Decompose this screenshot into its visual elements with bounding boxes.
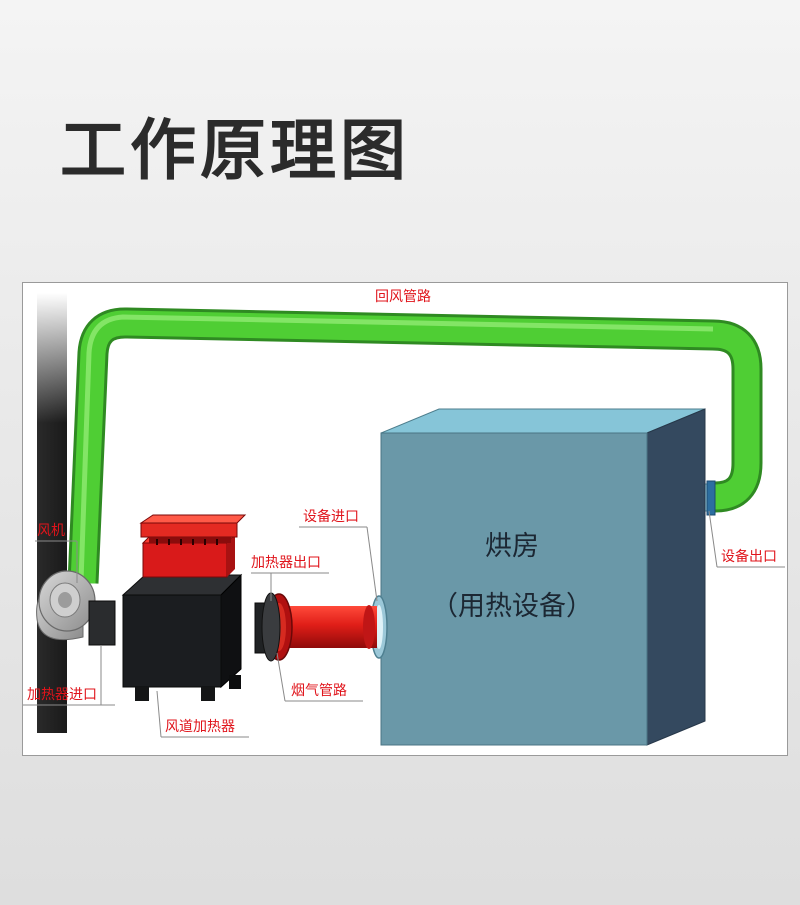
drying-room-label: 烘房	[485, 531, 539, 562]
label-equipment-outlet: 设备出口	[721, 548, 777, 565]
label-return-duct: 回风管路	[375, 289, 431, 305]
process-diagram: 烘房 （用热设备）	[23, 289, 785, 746]
return-air-duct	[67, 307, 763, 584]
label-flue-duct: 烟气管路	[291, 683, 347, 699]
diagram-frame: 烘房 （用热设备）	[22, 282, 788, 756]
label-heater-outlet: 加热器出口	[251, 555, 321, 571]
leader-lines	[23, 510, 785, 738]
duct-heater	[121, 514, 247, 701]
heater-outlet-flange	[254, 592, 281, 662]
drying-room: 烘房 （用热设备）	[380, 408, 706, 746]
label-duct-heater: 风道加热器	[165, 719, 235, 735]
heater-junction-box	[139, 514, 247, 578]
label-fan: 风机	[37, 523, 65, 539]
page-title: 工作原理图	[60, 112, 410, 189]
flue-duct	[265, 593, 377, 661]
label-heater-inlet: 加热器进口	[27, 687, 97, 703]
label-equipment-inlet: 设备进口	[303, 508, 359, 525]
drying-room-sublabel: （用热设备）	[431, 591, 593, 622]
wall	[37, 293, 67, 733]
fan	[36, 570, 116, 646]
